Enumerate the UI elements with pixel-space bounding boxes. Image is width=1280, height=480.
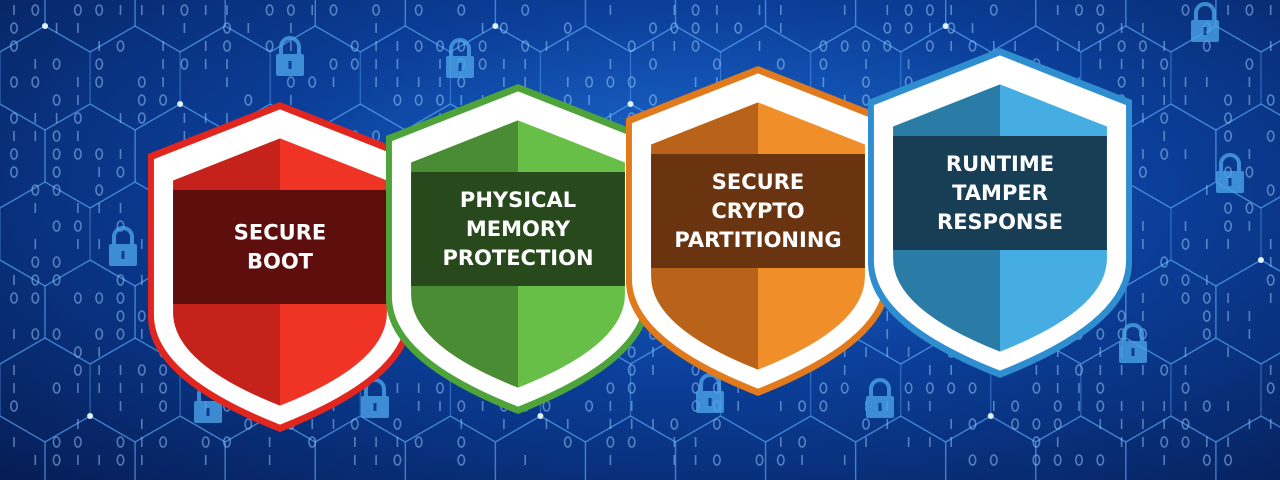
shield-band: [173, 190, 387, 304]
glow-node: [42, 23, 49, 29]
glow-node: [177, 101, 184, 107]
glow-node: [537, 413, 544, 419]
shield-label-line: BOOT: [247, 250, 314, 274]
shield-band: [651, 154, 865, 268]
shield-physical-memory-protection: PHYSICAL MEMORY PROTECTION: [386, 84, 650, 414]
padlock-icon: [109, 226, 137, 266]
shield-label-line: PARTITIONING: [674, 228, 841, 252]
shield-band: [893, 136, 1107, 250]
shield-label-line: MEMORY: [466, 217, 571, 241]
glow-node: [627, 101, 634, 107]
shield-label-line: SECURE: [234, 221, 326, 245]
shield-label-line: PHYSICAL: [460, 188, 576, 212]
glow-node: [942, 23, 949, 29]
shield-label-line: TAMPER: [952, 181, 1048, 205]
padlock-icon: [446, 38, 474, 78]
shield-secure-crypto-partitioning: SECURE CRYPTO PARTITIONING: [626, 66, 890, 396]
shield-runtime-tamper-response: RUNTIME TAMPER RESPONSE: [868, 48, 1132, 378]
padlock-icon: [696, 373, 724, 413]
shield-secure-boot: SECURE BOOT: [148, 102, 412, 432]
glow-node: [1257, 257, 1264, 263]
glow-node: [492, 23, 499, 29]
glow-node: [987, 413, 994, 419]
shield-label-line: PROTECTION: [442, 246, 593, 270]
padlock-icon: [1216, 153, 1244, 193]
padlock-icon: [1191, 2, 1219, 42]
shield-label-line: RUNTIME: [946, 152, 1054, 176]
shield-label-line: CRYPTO: [711, 199, 804, 223]
padlock-icon: [276, 36, 304, 76]
glow-node: [87, 413, 94, 419]
shield-label-line: SECURE: [712, 170, 804, 194]
padlock-icon: [866, 378, 894, 418]
shield-band: [411, 172, 625, 286]
padlock-icon: [1119, 323, 1147, 363]
shield-label-line: RESPONSE: [937, 210, 1063, 234]
